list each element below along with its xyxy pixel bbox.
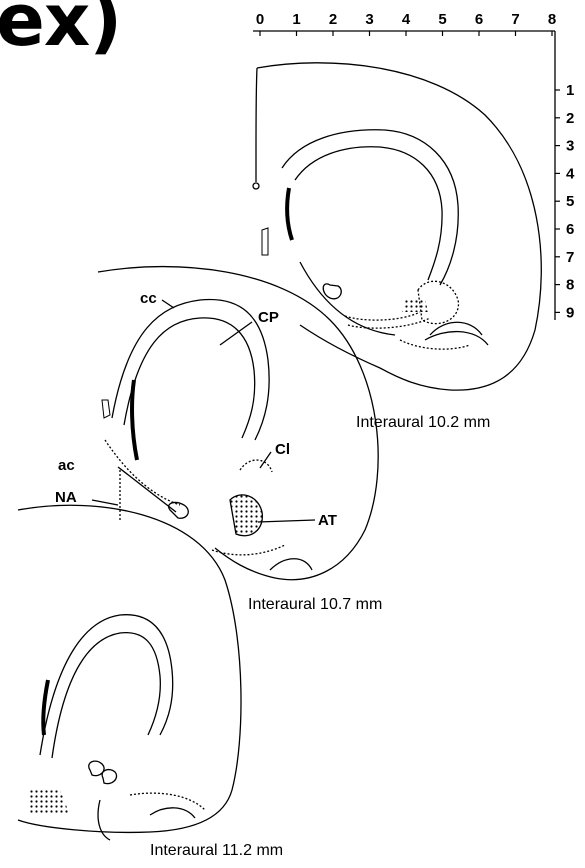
label-cl: Cl [275,441,290,458]
h-tick-label: 4 [402,11,411,28]
scale-ruler: 0 1 2 3 4 5 6 7 8 1 2 3 4 5 6 7 8 9 [253,11,575,321]
section-11-2 [18,505,241,840]
h-tick-label: 0 [256,11,264,28]
label-leaders [92,300,315,522]
section-10-2 [253,63,541,390]
label-na: NA [55,489,77,506]
h-tick-label: 1 [292,11,300,28]
h-tick-label: 6 [475,11,483,28]
label-cp: CP [258,309,279,326]
structure-labels: cc CP Cl ac NA AT [55,290,337,529]
v-tick-label: 1 [566,82,574,99]
v-tick-label: 3 [566,138,574,155]
v-tick-label: 7 [566,249,574,266]
v-tick-label: 8 [566,277,574,294]
h-tick-label: 3 [365,11,373,28]
h-tick-label: 2 [329,11,337,28]
h-tick-label: 5 [438,11,446,28]
v-tick-label: 9 [566,304,574,321]
v-tick-label: 4 [566,165,575,182]
caption-interaural-11-2: Interaural 11.2 mm [150,842,283,860]
section-10-7 [98,267,378,580]
label-at: AT [318,512,337,529]
label-cc: cc [140,290,157,307]
h-tick-label: 7 [511,11,519,28]
v-tick-label: 2 [566,110,574,127]
caption-interaural-10-2: Interaural 10.2 mm [356,414,490,432]
caption-interaural-10-7: Interaural 10.7 mm [248,596,382,614]
v-tick-label: 6 [566,221,574,238]
label-ac: ac [58,457,75,474]
v-tick-label: 5 [566,193,574,210]
h-tick-label: 8 [548,11,556,28]
